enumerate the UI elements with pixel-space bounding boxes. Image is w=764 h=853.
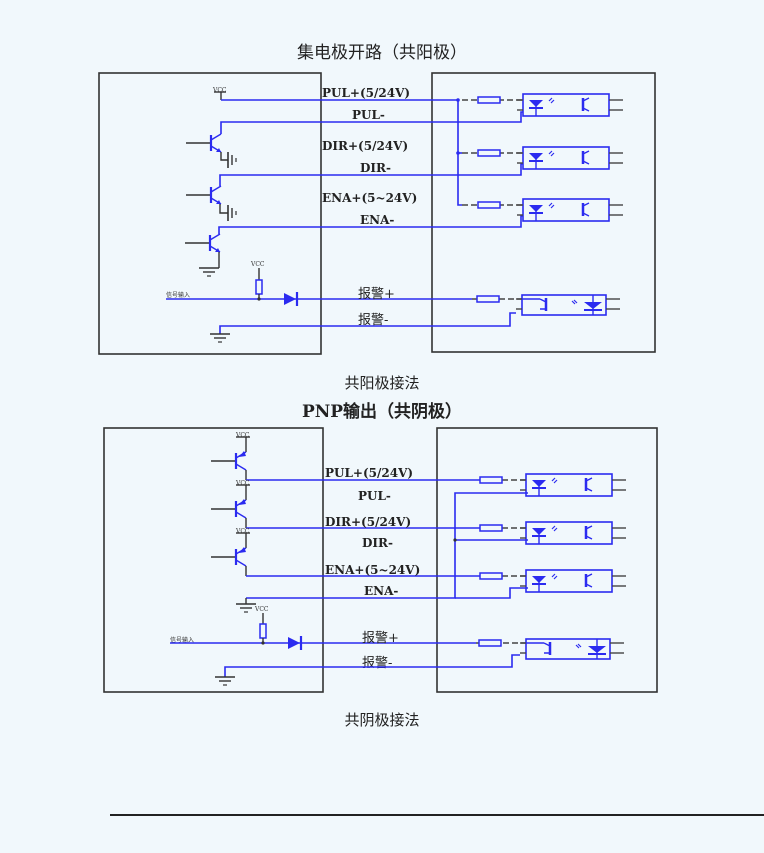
optocoupler-pul — [518, 472, 628, 498]
resistor-icon — [479, 524, 503, 532]
alarm-minus-label: 报警- — [362, 655, 392, 671]
alarm-optocoupler — [518, 637, 626, 661]
resistor-icon — [478, 639, 502, 647]
resistor-icon — [477, 201, 501, 209]
diagram2-caption: 共阴极接法 — [344, 711, 419, 729]
signal-label: PUL- — [358, 489, 391, 503]
resistor-icon — [255, 279, 263, 295]
resistor-icon — [479, 476, 503, 484]
pnp-transistor-ena — [209, 545, 248, 568]
diagram1-caption: 共阳极接法 — [344, 374, 419, 392]
signal-label: DIR+(5/24V) — [322, 139, 408, 153]
resistor-icon — [479, 572, 503, 580]
resistor-icon — [476, 295, 500, 303]
diode-icon — [288, 637, 300, 649]
alarm-plus-label: 报警+ — [362, 630, 399, 646]
resistor-icon — [477, 149, 501, 157]
ground-icon — [214, 676, 236, 686]
vcc-label: VCC — [212, 87, 227, 94]
diagram2-title: PNP输出（共阴极） — [302, 401, 462, 422]
npn-transistor-pul — [183, 232, 222, 254]
resistor-icon — [477, 96, 501, 104]
vcc-label: VCC — [235, 480, 250, 487]
npn-transistor-dir — [184, 132, 223, 154]
controller-box — [98, 72, 322, 355]
diode-icon — [284, 293, 296, 305]
controller-box — [103, 427, 324, 693]
vcc-label: VCC — [250, 261, 265, 268]
signal-input-label: 信号输入 — [166, 291, 190, 299]
diagram1-title: 集电极开路（共阳极） — [297, 43, 467, 63]
pnp-transistor-dir — [209, 497, 248, 520]
pnp-transistor-pul — [209, 449, 248, 472]
resistor-icon — [259, 623, 267, 639]
signal-label: DIR- — [360, 161, 391, 175]
signal-label: PUL+(5/24V) — [322, 86, 410, 100]
driver-box — [436, 427, 658, 693]
ground-icon — [198, 267, 220, 277]
alarm-minus-label: 报警- — [358, 312, 388, 328]
optocoupler-ena — [515, 197, 625, 223]
signal-label: ENA+(5~24V) — [325, 563, 420, 577]
npn-transistor-ena — [184, 184, 223, 206]
signal-input-label: 信号输入 — [170, 636, 194, 644]
ground-icon — [227, 204, 237, 222]
signal-label: DIR+(5/24V) — [325, 515, 411, 529]
ground-icon — [227, 151, 237, 169]
ground-icon — [209, 333, 231, 343]
driver-box — [431, 72, 656, 353]
optocoupler-dir — [518, 520, 628, 546]
signal-label: PUL- — [352, 108, 385, 122]
optocoupler-pul — [515, 92, 625, 118]
optocoupler-ena — [518, 568, 628, 594]
alarm-optocoupler — [514, 293, 622, 317]
vcc-label: VCC — [254, 606, 269, 613]
signal-label: ENA- — [364, 584, 398, 598]
diagram-common-anode: 集电极开路（共阳极） VCC — [98, 43, 656, 392]
signal-label: DIR- — [362, 536, 393, 550]
diagram-common-cathode: PNP输出（共阴极） VCC VCC VCC — [103, 401, 658, 729]
signal-label: PUL+(5/24V) — [325, 466, 413, 480]
alarm-plus-label: 报警+ — [358, 286, 395, 302]
signal-label: ENA- — [360, 213, 394, 227]
vcc-label: VCC — [235, 528, 250, 535]
ground-icon — [235, 603, 257, 613]
optocoupler-dir — [515, 145, 625, 171]
vcc-label: VCC — [235, 432, 250, 439]
signal-label: ENA+(5~24V) — [322, 191, 417, 205]
